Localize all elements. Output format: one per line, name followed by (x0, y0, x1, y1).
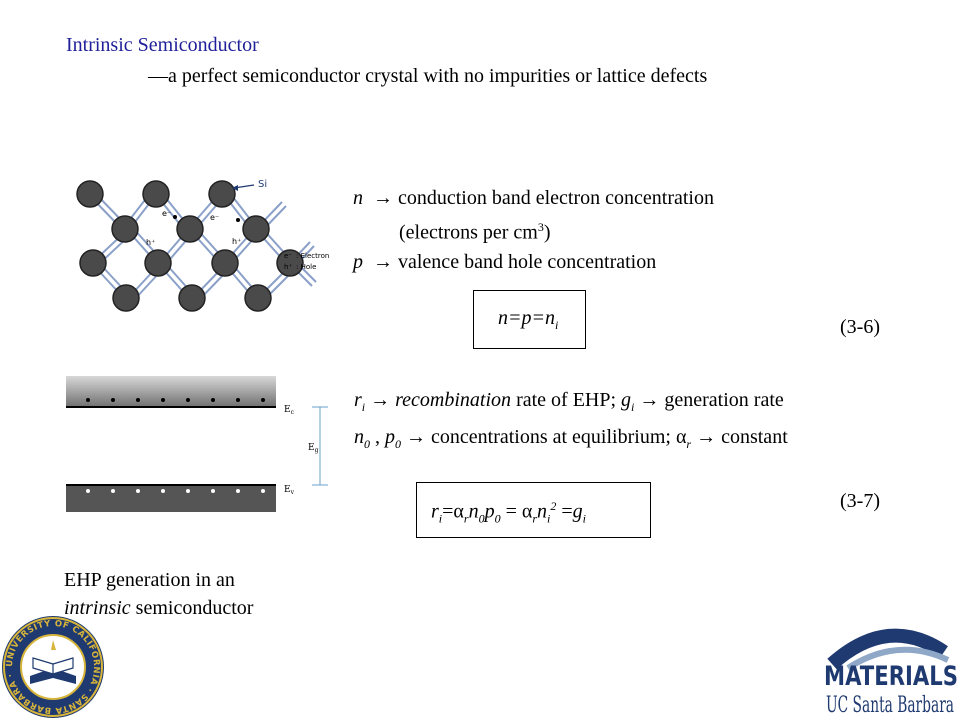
figure-caption: EHP generation in an intrinsic semicondu… (64, 569, 254, 619)
eg-label: Eg (308, 443, 319, 454)
legend-electron-symbol: e⁻ (284, 252, 292, 260)
p-definition: p → valence band hole concentration (353, 250, 657, 273)
equation-3-6: n=p=ni (498, 307, 559, 332)
uc-santa-barbara-wordmark: UC Santa Barbara (826, 693, 954, 718)
equation-number-3-6: (3-6) (840, 316, 880, 338)
hole-marker: h⁺ (232, 237, 241, 246)
page-subtitle: —a perfect semiconductor crystal with no… (148, 65, 708, 87)
valence-holes (86, 489, 265, 493)
equation-box-3-6: n=p=ni (473, 290, 586, 349)
materials-wordmark: MATERIALS (824, 661, 958, 692)
free-electron-dot (173, 215, 177, 219)
electron-marker: e⁻ (210, 213, 219, 222)
lattice-atoms (76, 180, 304, 312)
legend-hole-symbol: h⁺ (284, 263, 292, 271)
legend-electron-label: : Electron (296, 252, 329, 260)
si-label: Si (258, 179, 267, 190)
equation-number-3-7: (3-7) (840, 490, 880, 512)
free-electron-dot (236, 218, 240, 222)
valence-band (66, 485, 276, 512)
hole-marker: h⁺ (146, 238, 155, 247)
equation-3-7: ri=αrn0p0 = αrni2 =gi (431, 499, 586, 526)
page-title: Intrinsic Semiconductor (66, 34, 259, 56)
ec-label: Ec (284, 405, 295, 416)
n-units: (electrons per cm3) (399, 220, 551, 244)
silicon-lattice-diagram: e⁻ e⁻ h⁺ h⁺ Si e⁻ : Electron h⁺ : Hole (76, 179, 329, 312)
conduction-band (66, 376, 276, 407)
concentration-definitions: n → conduction band electron concentrati… (353, 184, 714, 277)
equation-box-3-7: ri=αrn0p0 = αrni2 =gi (416, 482, 651, 538)
equilibrium-line: n0 , p0 → concentrations at equilibrium;… (354, 426, 788, 451)
electron-marker: e⁻ (162, 209, 171, 218)
lattice-bonds (89, 191, 317, 301)
ucsb-materials-logo: MATERIALS UC Santa Barbara (824, 628, 958, 718)
ev-label: Ev (284, 485, 295, 496)
rate-definitions: ri → recombination rate of EHP; gi → gen… (354, 385, 788, 459)
n-definition: n → conduction band electron concentrati… (353, 187, 714, 209)
legend-hole-label: : Hole (296, 263, 316, 271)
energy-band-diagram: Ec Eg Ev (66, 376, 328, 512)
recombination-line: ri → recombination rate of EHP; gi → gen… (354, 389, 784, 414)
uc-seal-logo: UNIVERSITY OF CALIFORNIA · SANTA BARBARA… (2, 616, 104, 718)
conduction-electrons (86, 398, 265, 402)
